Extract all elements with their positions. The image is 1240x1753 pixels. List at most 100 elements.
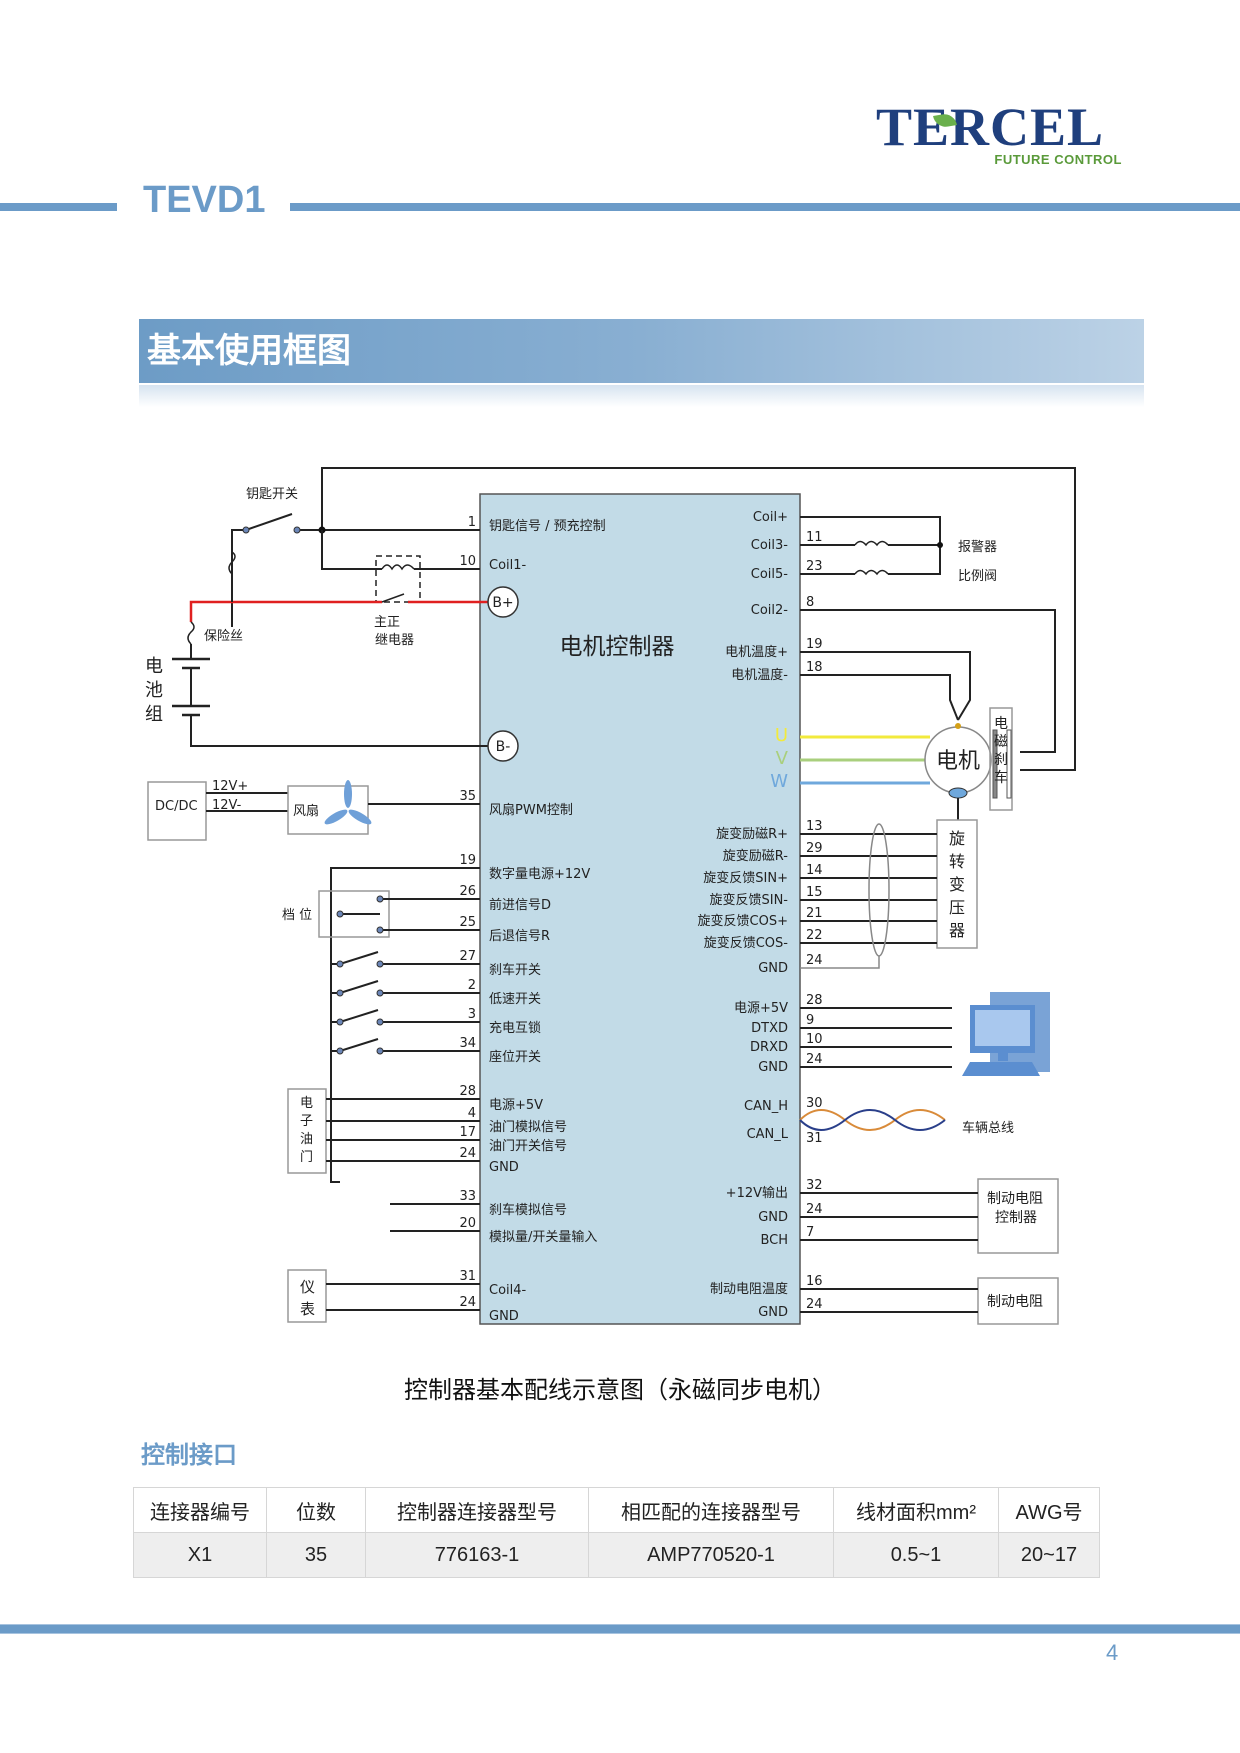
cell-controller-connector: 776163-1 — [365, 1532, 589, 1578]
cell-connector-id: X1 — [133, 1532, 267, 1578]
fuse-label: 保险丝 — [204, 629, 243, 644]
brake-box — [989, 707, 1013, 811]
brake-label-1: 电 — [994, 716, 1008, 732]
bplus-terminal — [487, 586, 519, 618]
left-pin-label: 油门模拟信号 — [489, 1120, 567, 1135]
table-header-row: 连接器编号 位数 控制器连接器型号 相匹配的连接器型号 线材面积mm² AWG号 — [133, 1487, 1100, 1533]
banner-shadow — [139, 385, 1144, 407]
table-row: X1 35 776163-1 AMP770520-1 0.5~1 20~17 — [133, 1532, 1100, 1578]
right-pin-number: 22 — [806, 928, 823, 943]
right-pin-label: GND — [758, 1305, 788, 1320]
footer-rule — [0, 1624, 1240, 1634]
left-pin-label: 座位开关 — [489, 1050, 541, 1065]
interface-table: 连接器编号 位数 控制器连接器型号 相匹配的连接器型号 线材面积mm² AWG号… — [133, 1487, 1100, 1578]
throttle-box — [287, 1088, 327, 1174]
wire-coil1 — [321, 530, 480, 570]
right-pin-label: V — [776, 748, 789, 769]
right-pin-number: 15 — [806, 885, 823, 900]
right-pin-number: 32 — [806, 1178, 823, 1193]
left-pin-label: 钥匙信号 / 预充控制 — [489, 518, 606, 534]
dcdc-neg-label: 12V- — [212, 798, 242, 813]
right-pin-label: 电机温度+ — [725, 644, 788, 660]
wire-top-loop — [321, 467, 1076, 771]
motor-label: 电机 — [936, 749, 980, 774]
alarm-label: 报警器 — [958, 539, 997, 555]
section-banner: 基本使用框图 — [139, 319, 1144, 383]
wire-key-switch — [231, 529, 480, 627]
left-pin-label: GND — [489, 1160, 519, 1175]
right-pin-number: 24 — [806, 1297, 823, 1312]
brake-label-2: 磁 — [994, 734, 1008, 750]
right-pin-number: 8 — [806, 595, 814, 610]
col-connector-id: 连接器编号 — [133, 1487, 267, 1533]
right-pin-label: +12V输出 — [726, 1185, 788, 1201]
page-number: 4 — [1106, 1640, 1119, 1665]
throttle-label-1: 电 — [300, 1096, 313, 1111]
right-pin-label: CAN_H — [744, 1099, 788, 1114]
left-pin-number: 34 — [459, 1036, 476, 1051]
bplus-label: B+ — [492, 595, 513, 611]
left-pin-label: 后退信号R — [489, 929, 550, 944]
battery-label-3: 组 — [145, 704, 163, 725]
brake-res-ctrl-label-1: 制动电阻 — [987, 1191, 1043, 1207]
left-pin-label: 电源+5V — [489, 1098, 543, 1113]
right-pin-label: GND — [758, 1210, 788, 1225]
right-pin-number: 30 — [806, 1096, 823, 1111]
left-pin-label: 数字量电源+12V — [489, 867, 590, 882]
relay-label-1: 主正 — [374, 615, 400, 630]
left-pin-label: Coil1- — [489, 558, 527, 573]
brake-label-4: 车 — [994, 769, 1008, 786]
gear-box — [318, 890, 390, 938]
col-mating-connector: 相匹配的连接器型号 — [588, 1487, 834, 1533]
left-pin-number: 25 — [459, 915, 476, 930]
wiring-diagram: B+ B- 钥匙开关 保险丝 主正 继电器 DC/DC 12V+ 12V- 风扇… — [145, 467, 1076, 1325]
cell-awg: 20~17 — [998, 1532, 1100, 1578]
right-pin-label: DRXD — [750, 1040, 788, 1055]
resolver-label-3: 变 — [949, 875, 965, 894]
right-pin-label: Coil3- — [751, 538, 789, 553]
wire-digital-12v — [330, 867, 480, 1183]
computer-icon — [962, 992, 1050, 1076]
switch-group — [331, 951, 480, 1052]
left-pin-number: 35 — [459, 789, 476, 804]
wire-can-h — [799, 1109, 946, 1131]
col-controller-connector: 控制器连接器型号 — [365, 1487, 589, 1533]
col-pin-count: 位数 — [266, 1487, 366, 1533]
brake-label-3: 刹 — [994, 752, 1008, 768]
wire-can-l — [799, 1109, 946, 1131]
left-pin-number: 20 — [459, 1216, 476, 1231]
right-pin-number: 23 — [806, 559, 823, 574]
right-pin-label: 旋变反馈COS+ — [698, 913, 788, 929]
right-pin-label: 旋变反馈COS- — [704, 935, 789, 951]
diagram-caption: 控制器基本配线示意图（永磁同步电机） — [404, 1376, 836, 1404]
col-wire-area: 线材面积mm² — [833, 1487, 999, 1533]
brake-res-box — [977, 1277, 1059, 1325]
left-pin-number: 24 — [459, 1295, 476, 1310]
logo-tagline: FUTURE CONTROL — [994, 152, 1122, 167]
battery-label-2: 池 — [145, 680, 163, 701]
right-pin-label: GND — [758, 961, 788, 976]
right-pin-number: 7 — [806, 1225, 814, 1240]
resolver-label-2: 转 — [949, 852, 965, 871]
right-pin-number: 14 — [806, 863, 823, 878]
right-pin-label: 旋变反馈SIN- — [709, 892, 788, 908]
right-pin-label: GND — [758, 1060, 788, 1075]
right-pin-number: 11 — [806, 530, 823, 545]
logo-wordmark: TERCEL — [876, 97, 1105, 157]
right-pin-group: Coil+11Coil3-23Coil5-8Coil2-19电机温度+18电机温… — [698, 510, 823, 1320]
right-pin-label: Coil5- — [751, 567, 789, 582]
fan-icon — [324, 780, 372, 825]
relay-box — [375, 555, 421, 603]
interface-title: 控制接口 — [141, 1442, 237, 1469]
right-pin-label: DTXD — [751, 1021, 788, 1036]
section-title: 基本使用框图 — [147, 332, 351, 370]
left-pin-label: 刹车模拟信号 — [489, 1202, 567, 1218]
right-pin-number: 29 — [806, 841, 823, 856]
product-title: TEVD1 — [143, 179, 266, 221]
right-pin-number: 24 — [806, 1052, 823, 1067]
right-pin-number: 24 — [806, 1202, 823, 1217]
gear-label: 档 位 — [282, 908, 312, 923]
left-pin-label: 充电互锁 — [489, 1020, 541, 1036]
dcdc-label: DC/DC — [155, 799, 198, 814]
